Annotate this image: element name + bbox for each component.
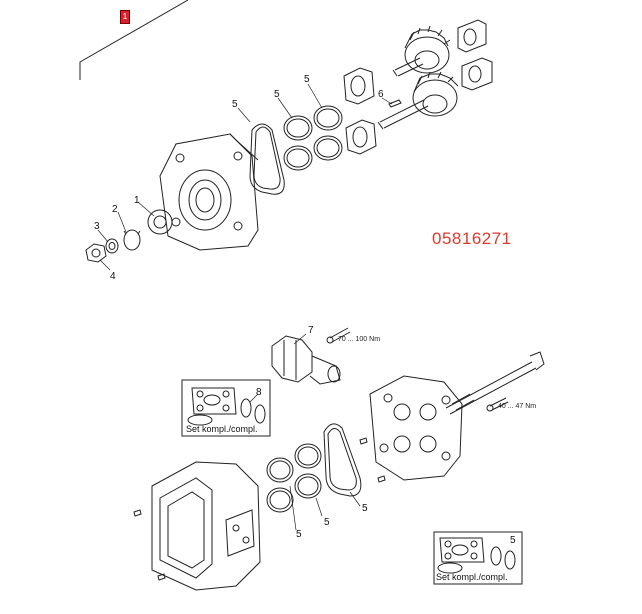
valve-bolt	[326, 327, 351, 344]
seal-rings-upper	[283, 105, 343, 171]
callout-6: 6	[378, 89, 384, 100]
set-caption-left: Set kompl./compl.	[186, 424, 258, 434]
flange-housing	[159, 133, 259, 251]
bearing-block-upper-right	[457, 19, 493, 91]
shaft-seal	[147, 209, 173, 235]
callout-2: 2	[112, 204, 118, 215]
key-pin	[388, 99, 402, 108]
callout-7: 7	[308, 325, 314, 336]
callout-5-a: 5	[232, 99, 238, 110]
set-caption-right: Set kompl./compl.	[436, 572, 508, 582]
callout-5-e: 5	[324, 517, 330, 528]
part-number: 05816271	[432, 229, 512, 248]
header-frame	[79, 0, 189, 80]
leader-lines-lower	[249, 333, 361, 531]
header-flag: 1	[120, 10, 130, 24]
callout-5-d: 5	[296, 529, 302, 540]
seal-rings-lower	[266, 443, 322, 513]
callout-5-c: 5	[304, 74, 310, 85]
through-bolt	[445, 351, 545, 415]
torque-valve: 70 ... 100 Nm	[338, 336, 381, 343]
seal-set-box-right	[433, 531, 523, 585]
pump-body	[151, 461, 261, 591]
callout-1: 1	[134, 195, 140, 206]
oring-upper	[249, 123, 285, 195]
callout-5-b: 5	[274, 89, 280, 100]
callout-8: 8	[256, 387, 262, 398]
pump-cover	[369, 375, 463, 481]
bearing-bushes	[343, 67, 377, 155]
seal-set-box-left	[181, 379, 271, 437]
circlip	[123, 229, 141, 251]
oring-lower	[323, 423, 362, 497]
washer	[105, 238, 119, 254]
callout-3: 3	[94, 221, 100, 232]
torque-bolt: 40 ... 47 Nm	[498, 403, 537, 410]
gear-shaft-lower	[377, 71, 459, 130]
leader-lines-upper	[97, 83, 393, 271]
hex-nut	[85, 243, 107, 263]
callout-5-f: 5	[362, 503, 368, 514]
gear-shaft-upper	[392, 25, 451, 77]
pressure-valve-cartridge	[271, 335, 341, 385]
callout-4: 4	[110, 271, 116, 282]
callout-5-g: 5	[510, 535, 516, 546]
cover-screw	[486, 397, 509, 412]
